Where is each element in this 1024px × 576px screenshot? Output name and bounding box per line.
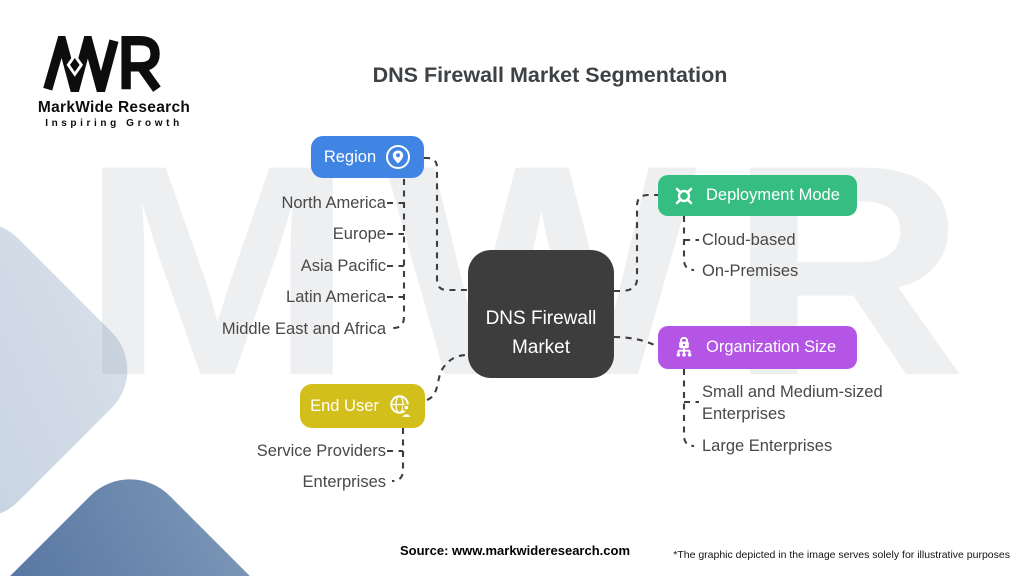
leaf-on-premises: On-Premises [702,262,799,280]
branch-pill-end-user: End User [300,384,425,428]
leaf-service-providers: Service Providers [256,442,386,460]
connector-region-item-stubs [387,201,404,299]
logo-company-name: MarkWide Research [37,99,191,116]
branch-pill-deployment-mode: Deployment Mode [658,175,857,216]
logo: MarkWide Research Inspiring Growth [36,22,192,129]
leaf-cloud-based: Cloud-based [702,231,796,249]
logo-mark-icon [43,22,161,108]
source-text: Source: www.markwideresearch.com [400,543,631,558]
globe-pin-icon [386,145,411,169]
branch-label-region: Region [323,147,377,166]
leaf-north-america: North America [281,194,386,212]
leaf-asia-pacific: Asia Pacific [300,257,386,275]
connector-enduser-list [387,428,405,483]
connector-node-deployment [614,193,658,293]
lock-hierarchy-icon [676,336,692,357]
branch-label-end-user: End User [310,396,379,415]
connector-enduser-node [426,353,469,401]
connector-node-org [613,335,659,348]
globe-user-icon [390,395,412,419]
connector-org-list [682,369,699,448]
branch-label-organization-size: Organization Size [706,338,837,356]
branch-pill-organization-size: Organization Size [658,326,857,369]
logo-tagline: Inspiring Growth [45,118,183,129]
connector-deployment-list [682,216,699,272]
leaf-sme: Small and Medium-sized Enterprises [702,383,883,423]
branch-label-deployment-mode: Deployment Mode [706,186,840,204]
leaf-europe: Europe [332,225,386,243]
connector-region-list [392,179,406,330]
center-node: DNS Firewall Market [468,250,614,378]
leaf-latin-america: Latin America [286,288,386,306]
leaf-large-enterprises: Large Enterprises [702,437,833,455]
disclaimer-text: *The graphic depicted in the image serve… [673,549,1010,561]
leaf-enterprises: Enterprises [302,473,386,491]
page-title: DNS Firewall Market Segmentation [372,63,728,87]
leaf-middle-east-africa: Middle East and Africa [221,320,386,338]
branch-pill-region: Region [311,136,424,178]
center-node-label: DNS Firewall Market [485,308,597,358]
connector-region-node [424,156,468,292]
network-hub-icon [675,187,693,204]
